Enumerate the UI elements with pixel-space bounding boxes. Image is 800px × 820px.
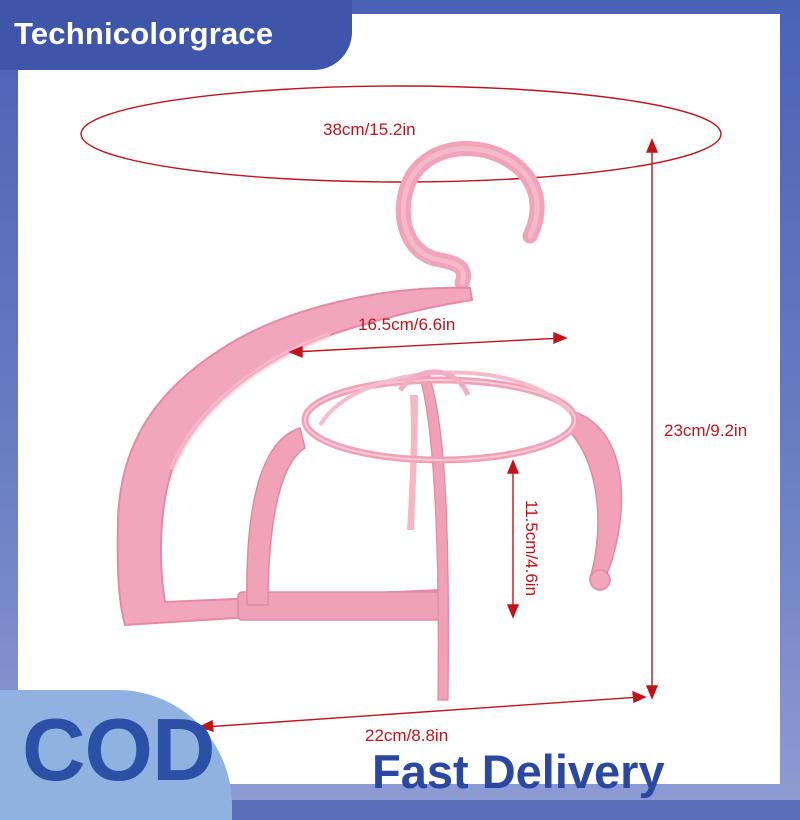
- brand-name: Technicolorgrace: [14, 16, 274, 51]
- inner-width-arrow: [288, 331, 568, 359]
- total-height-arrow: [645, 138, 659, 700]
- left-leg-arc: [246, 427, 306, 606]
- product-illustration: [80, 85, 722, 732]
- top-width-label: 38cm/15.2in: [323, 120, 416, 139]
- inner-height-arrow: [506, 459, 520, 619]
- inner-width-label: 16.5cm/6.6in: [358, 315, 456, 334]
- bottom-width-arrow: [198, 690, 647, 732]
- inner-height-label: 11.5cm/4.6in: [522, 499, 542, 597]
- total-height-label: 23cm/9.2in: [664, 421, 748, 440]
- fast-delivery-label: Fast Delivery: [372, 745, 665, 798]
- bottom-width-label: 22cm/8.8in: [365, 726, 449, 745]
- center-leg-front: [419, 371, 450, 701]
- hanger-bottom-bar: [237, 591, 449, 621]
- right-leg-arc: [569, 411, 623, 584]
- brand-tag: Technicolorgrace: [0, 0, 352, 70]
- right-leg-foot: [589, 569, 611, 591]
- cod-label: COD: [22, 700, 216, 799]
